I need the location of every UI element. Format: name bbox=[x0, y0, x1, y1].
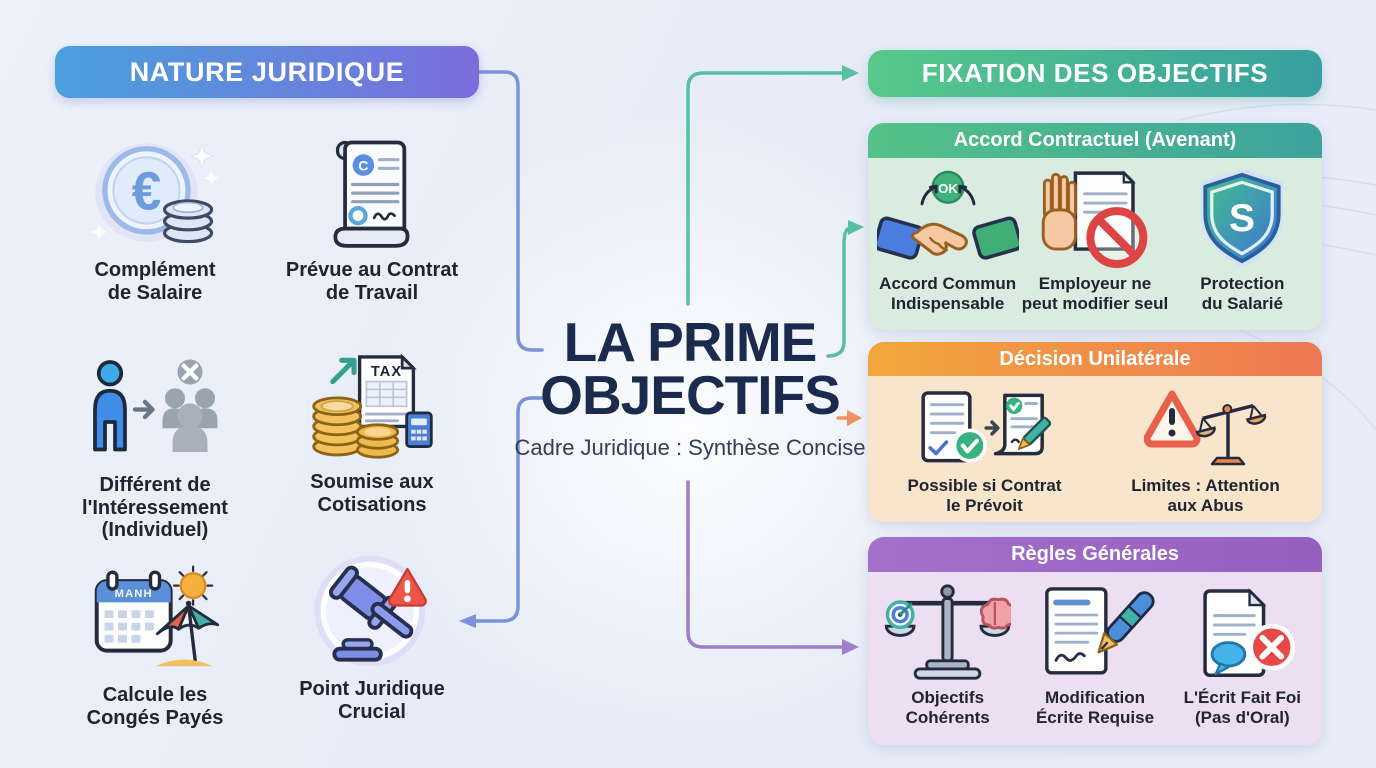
left-item-label: Calcule les Congés Payés bbox=[86, 684, 224, 729]
panel-accord-title: Accord Contractuel (Avenant) bbox=[953, 129, 1237, 151]
panel-item-ecrit-fait-foi: L'Écrit Fait Foi (Pas d'Oral) bbox=[1169, 578, 1316, 727]
panel-item-label: Limites : Attention aux Abus bbox=[1131, 476, 1280, 515]
panel-item-label: Modification Écrite Requise bbox=[1035, 688, 1155, 727]
svg-text:C: C bbox=[358, 157, 368, 173]
panel-regles-generales: Règles Générales bbox=[868, 537, 1322, 745]
panel-decision-header: Décision Unilatérale bbox=[868, 342, 1322, 376]
panel-item-modification-ecrite: Modification Écrite Requise bbox=[1021, 578, 1168, 727]
svg-text:€: € bbox=[132, 162, 162, 221]
panel-item-protection-salarie: S Protection du Salarié bbox=[1169, 164, 1316, 313]
arrowhead-fixation bbox=[842, 65, 859, 81]
left-item-different-interessement: Différent de l'Intéressement (Individuel… bbox=[45, 348, 265, 542]
left-item-cotisations: TAX bbox=[262, 345, 482, 516]
contract-check-icon bbox=[874, 382, 1095, 474]
panel-item-label: Objectifs Cohérents bbox=[905, 688, 990, 727]
main-title-block: LA PRIME OBJECTIFS Cadre Juridique : Syn… bbox=[480, 311, 900, 461]
right-section-header-label: FIXATION DES OBJECTIFS bbox=[921, 58, 1269, 88]
handshake-ok-icon: OK bbox=[874, 164, 1021, 272]
left-section-header: NATURE JURIDIQUE bbox=[55, 46, 479, 98]
left-item-label: Prévue au Contrat de Travail bbox=[285, 259, 459, 304]
panel-accord-contractuel: Accord Contractuel (Avenant) OK bbox=[868, 123, 1322, 330]
left-item-complement-salaire: € Complément de Salaire bbox=[45, 133, 265, 304]
panel-accord-header: Accord Contractuel (Avenant) bbox=[868, 123, 1322, 158]
page-title-line2: OBJECTIFS bbox=[540, 364, 841, 427]
svg-text:MANH: MANH bbox=[115, 588, 153, 600]
left-item-contrat-travail: C Prévue au Contrat de Travail bbox=[262, 133, 482, 304]
panel-item-accord-commun: OK Accord Commun Indispensable bbox=[874, 164, 1021, 313]
shield-s-icon: S bbox=[1169, 164, 1316, 272]
pen-document-icon bbox=[1021, 578, 1168, 686]
left-section-header-label: NATURE JURIDIQUE bbox=[129, 56, 405, 87]
left-item-point-juridique: Point Juridique Crucial bbox=[262, 552, 482, 723]
panel-accord-body: OK Accord Commun Indispensable bbox=[868, 158, 1322, 330]
panel-decision-title: Décision Unilatérale bbox=[999, 347, 1191, 370]
panel-regles-body: Objectifs Cohérents bbox=[868, 572, 1322, 745]
euro-coins-icon: € bbox=[45, 133, 265, 251]
panel-item-label: Accord Commun Indispensable bbox=[879, 274, 1017, 313]
warning-scales-icon bbox=[1095, 382, 1316, 474]
left-item-conges-payes: MANH bbox=[45, 558, 265, 729]
stop-modification-icon bbox=[1021, 164, 1168, 272]
panel-item-possible-si-contrat: Possible si Contrat le Prévoit bbox=[874, 382, 1095, 515]
left-item-label: Soumise aux Cotisations bbox=[310, 471, 434, 516]
individual-vs-group-icon bbox=[45, 348, 265, 466]
panel-regles-header: Règles Générales bbox=[868, 537, 1322, 572]
written-proof-icon bbox=[1169, 578, 1316, 686]
right-section-header: FIXATION DES OBJECTIFS bbox=[868, 50, 1322, 97]
svg-text:OK: OK bbox=[938, 181, 958, 196]
panel-decision-body: Possible si Contrat le Prévoit bbox=[868, 376, 1322, 522]
calendar-vacation-icon: MANH bbox=[45, 558, 265, 676]
panel-item-label: Employeur ne peut modifier seul bbox=[1021, 274, 1169, 313]
left-item-label: Point Juridique Crucial bbox=[299, 678, 445, 723]
panel-item-objectifs-coherents: Objectifs Cohérents bbox=[874, 578, 1021, 727]
balance-target-brain-icon bbox=[874, 578, 1021, 686]
panel-item-limites-abus: Limites : Attention aux Abus bbox=[1095, 382, 1316, 515]
panel-item-employeur-seul: Employeur ne peut modifier seul bbox=[1021, 164, 1168, 313]
panel-regles-title: Règles Générales bbox=[1011, 543, 1179, 565]
contract-scroll-icon: C bbox=[262, 133, 482, 251]
left-item-label: Différent de l'Intéressement (Individuel… bbox=[82, 474, 228, 542]
page-subtitle: Cadre Juridique : Synthèse Concise bbox=[514, 434, 866, 460]
left-item-label: Complément de Salaire bbox=[94, 259, 216, 304]
tax-coins-icon: TAX bbox=[262, 345, 482, 463]
page-title-line1: LA PRIME bbox=[563, 311, 818, 373]
panel-item-label: Possible si Contrat le Prévoit bbox=[907, 476, 1062, 515]
svg-text:TAX: TAX bbox=[370, 364, 401, 380]
svg-text:S: S bbox=[1229, 197, 1255, 240]
panel-item-label: Protection du Salarié bbox=[1200, 274, 1285, 313]
gavel-warning-icon bbox=[262, 552, 482, 670]
panel-decision-unilaterale: Décision Unilatérale bbox=[868, 342, 1322, 522]
panel-item-label: L'Écrit Fait Foi (Pas d'Oral) bbox=[1183, 688, 1302, 727]
